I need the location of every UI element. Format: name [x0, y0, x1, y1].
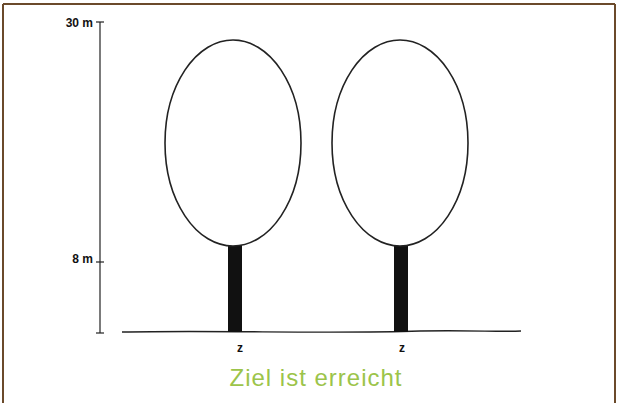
- caption-text: Ziel ist erreicht: [229, 364, 402, 392]
- tree-marker: z: [237, 340, 243, 356]
- frame-border: [3, 4, 615, 403]
- height-label: 8 m: [72, 251, 93, 267]
- height-scale: [96, 22, 104, 333]
- tree-right: [332, 40, 468, 332]
- tree-left: [165, 40, 301, 332]
- height-label: 30 m: [66, 15, 93, 31]
- tree-marker: z: [399, 340, 405, 356]
- ground-line: [122, 331, 521, 332]
